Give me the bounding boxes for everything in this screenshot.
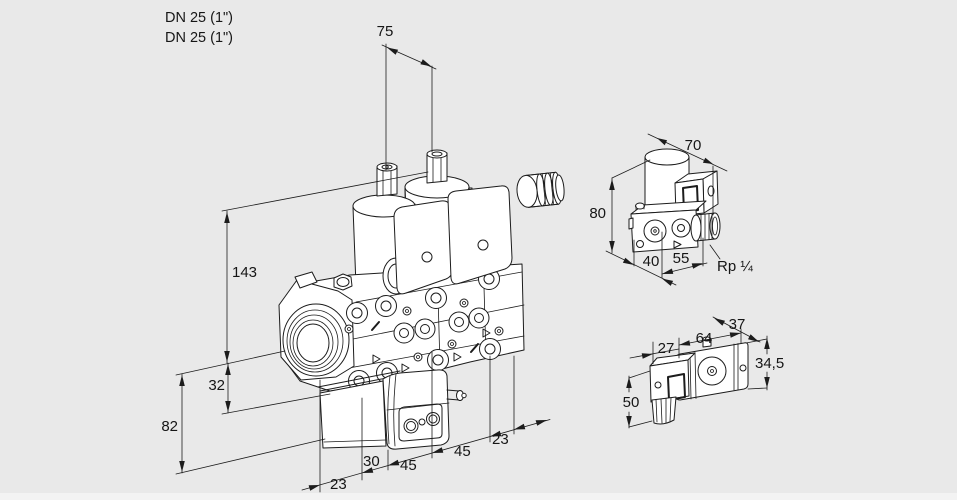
pilot-valve-drawing [605,133,728,286]
text-labels: DN 25 (1") DN 25 (1") 75 143 32 82 23 30… [161,10,784,493]
right-shield-plate [447,185,513,285]
port-label-rp: Rp ¼ [717,258,753,275]
dim-label-chain-45b: 45 [454,443,471,460]
knurled-plug [516,171,565,208]
flow-direction-marks [371,321,491,373]
dn-label-2: DN 25 (1") [165,30,233,46]
dim-label-27: 27 [658,340,675,357]
dim-label-37: 37 [729,316,746,333]
dim-label-chain-30: 30 [363,453,380,470]
dim-label-55: 55 [673,250,690,267]
dim-label-34-5: 34,5 [755,355,784,372]
dim-label-32: 32 [208,377,225,394]
dim-label-143: 143 [232,264,257,281]
solenoid-coil-drawing [626,316,770,429]
dim-label-40: 40 [643,253,660,270]
bolt-heads [346,268,501,392]
dim-label-chain-23-right: 23 [492,431,509,448]
dim-label-64: 64 [696,330,713,347]
dim-label-75: 75 [377,23,394,40]
port-bosses [393,307,490,344]
dim-label-chain-45a: 45 [400,457,417,474]
dim-label-80: 80 [589,205,606,222]
coil-nut [651,396,677,425]
dim-label-82: 82 [161,418,178,435]
rp-quarter-fitting [690,212,721,242]
small-screws [344,298,504,362]
page-bottom-strip [0,493,957,500]
flange-top-boss [294,271,318,289]
side-nipple [446,389,467,401]
dim-label-50: 50 [623,394,640,411]
main-valve-drawing [278,149,565,450]
main-view-dimensions [175,43,551,493]
left-shield-plate [393,200,454,295]
dn-label-1: DN 25 (1") [165,10,233,26]
dim-label-70: 70 [685,137,702,154]
dim-label-chain-23-left: 23 [330,476,347,493]
